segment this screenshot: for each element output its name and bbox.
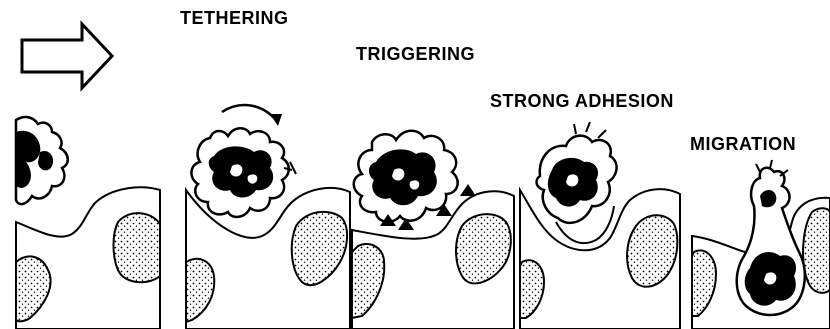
curved-arrow-icon — [222, 105, 282, 126]
stage-label-triggering: TRIGGERING — [356, 44, 475, 65]
panel-1-tethering-start — [16, 117, 160, 329]
panel-4-strong-adhesion — [520, 122, 680, 329]
stage-label-tethering: TETHERING — [180, 8, 289, 29]
panel-3-triggering — [352, 131, 514, 329]
panel-2-tethering — [186, 105, 350, 329]
stage-label-strong-adhesion: STRONG ADHESION — [490, 91, 674, 112]
panel-5-migration — [692, 160, 830, 329]
right-arrow-outline-icon — [22, 24, 112, 88]
stage-label-migration: MIGRATION — [690, 134, 796, 155]
